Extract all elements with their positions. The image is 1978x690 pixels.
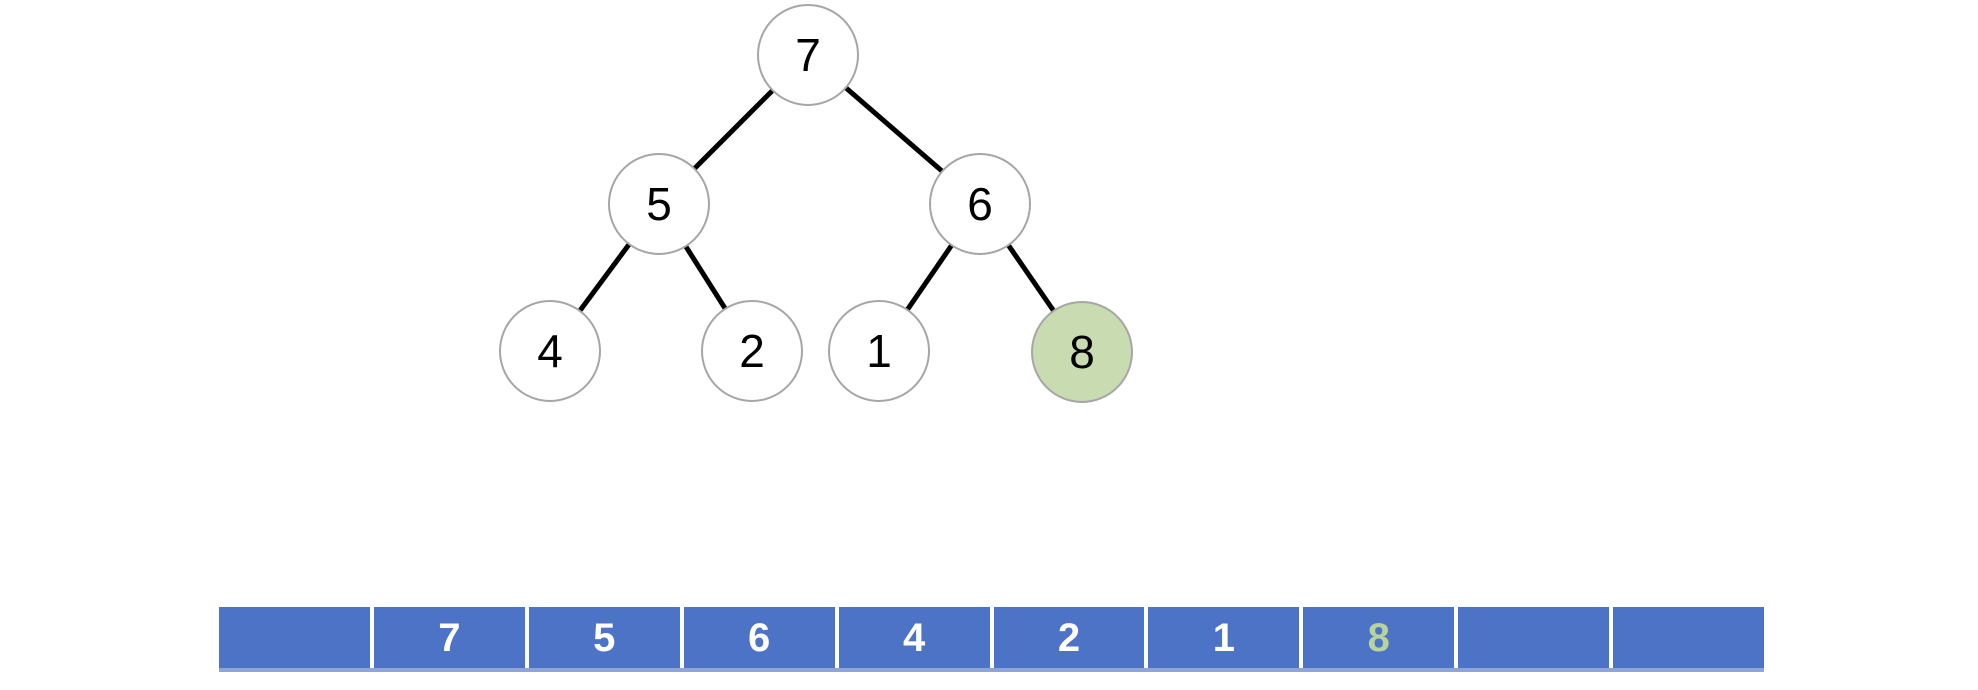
array-cell-0	[219, 607, 370, 668]
tree-node-label: 7	[795, 29, 821, 81]
array-cell-value: 6	[748, 615, 771, 660]
tree-node-5: 5	[608, 153, 710, 255]
tree-node-label: 4	[537, 325, 563, 377]
tree-node-label: 8	[1069, 326, 1095, 378]
tree-node-label: 5	[646, 178, 672, 230]
array-cell-value: 7	[438, 615, 461, 660]
array-cell-1: 7	[373, 607, 525, 668]
tree-node-label: 6	[967, 178, 993, 230]
array-cell-value: 1	[1212, 615, 1236, 660]
array-cell-3: 6	[683, 607, 835, 668]
tree-node-label: 2	[739, 325, 765, 377]
tree-node-8: 8	[1031, 301, 1133, 403]
array-cell-6: 1	[1148, 607, 1300, 668]
array-cell-9	[1613, 607, 1765, 668]
array-cell-value: 2	[1057, 615, 1081, 660]
array-cell-7: 8	[1303, 607, 1455, 668]
tree-node-2: 2	[701, 300, 803, 402]
tree-node-4: 4	[499, 300, 601, 402]
array-cell-5: 2	[993, 607, 1145, 668]
tree-node-6: 6	[929, 153, 1031, 255]
tree-node-1: 1	[828, 300, 930, 402]
array-cell-4: 4	[838, 607, 990, 668]
array-cell-value: 5	[593, 615, 616, 660]
array-cell-value: 4	[902, 615, 926, 660]
array-cell-value: 8	[1367, 615, 1390, 660]
array-cell-2: 5	[528, 607, 680, 668]
array-cell-8	[1458, 607, 1610, 668]
array-row: 7 5 6 4 2 1 8	[219, 607, 1765, 668]
tree-node-7: 7	[757, 4, 859, 106]
array-underline	[219, 668, 1764, 672]
tree-node-label: 1	[866, 325, 892, 377]
